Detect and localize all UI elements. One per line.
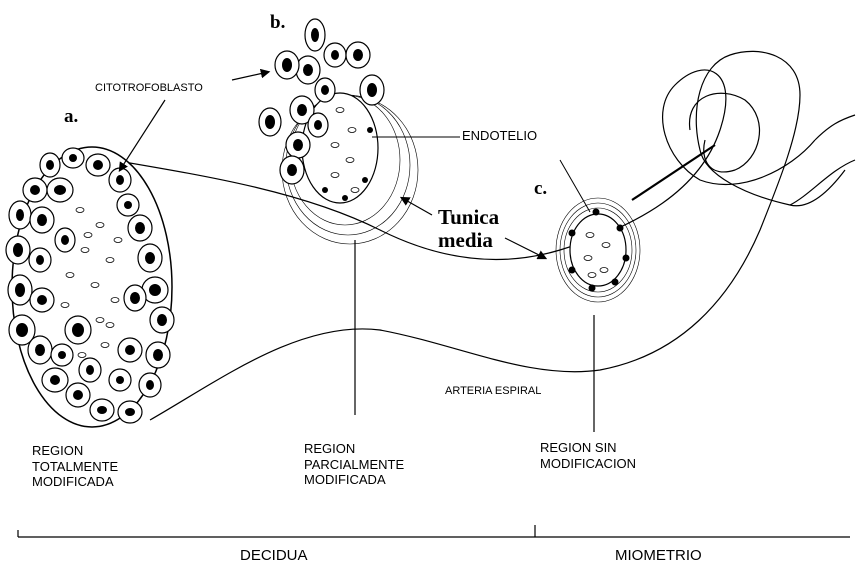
pointer-citotrofoblasto <box>120 100 165 170</box>
pointer-tunica-c <box>505 238 545 258</box>
label-decidua: DECIDUA <box>240 547 308 565</box>
label-arteria-espiral: ARTERIA ESPIRAL <box>445 385 541 398</box>
pointer-endotelio-c <box>560 160 590 212</box>
label-c: c. <box>534 178 547 201</box>
label-region-totalmente: REGION TOTALMENTE MODIFICADA <box>32 443 118 490</box>
label-miometrio: MIOMETRIO <box>615 547 702 565</box>
label-endotelio: ENDOTELIO <box>462 128 537 144</box>
region-c-vessel <box>556 198 640 302</box>
region-a-cell-mass <box>6 147 174 427</box>
label-a: a. <box>64 106 78 129</box>
label-citotrofoblasto: CITOTROFOBLASTO <box>95 82 203 95</box>
artery-right-end <box>790 115 855 205</box>
label-b: b. <box>270 12 285 35</box>
label-region-sin: REGION SIN MODIFICACION <box>540 440 636 471</box>
label-region-parcialmente: REGION PARCIALMENTE MODIFICADA <box>304 441 404 488</box>
artery-coil <box>690 93 760 172</box>
pointer-b <box>232 72 268 80</box>
pointer-tunica-b <box>402 198 432 215</box>
region-b-cell-mass <box>259 19 418 244</box>
label-tunica-media: Tunica media <box>438 206 499 252</box>
